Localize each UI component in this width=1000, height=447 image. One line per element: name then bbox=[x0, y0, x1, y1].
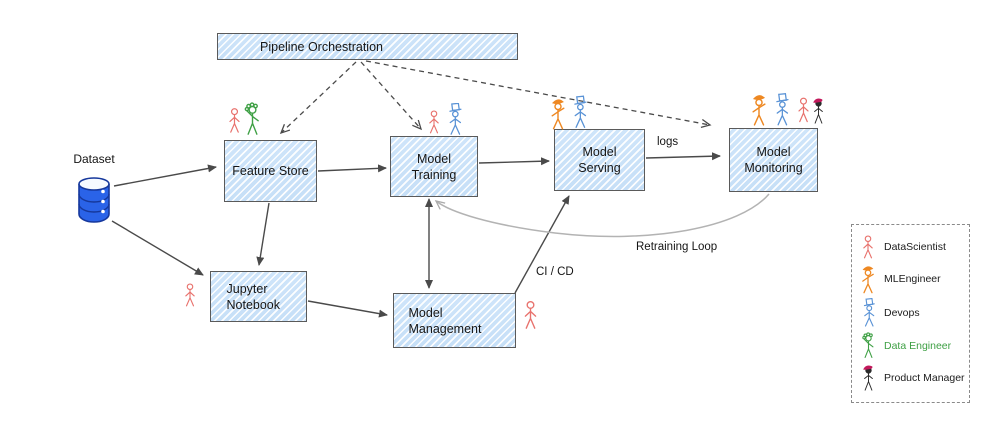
data-engineer-icon bbox=[858, 332, 878, 359]
datascientist-icon bbox=[522, 296, 539, 334]
node-label: Model Training bbox=[411, 151, 457, 182]
node-model-training: Model Training bbox=[390, 136, 478, 197]
edge-orchestration-to-feature-store bbox=[281, 61, 357, 133]
legend-label: DataScientist bbox=[884, 241, 946, 254]
edge-orchestration-to-model-training bbox=[360, 61, 421, 129]
node-feature-store: Feature Store bbox=[224, 140, 317, 202]
legend-item-datascientist: DataScientist bbox=[858, 234, 963, 260]
datascientist-icon bbox=[427, 108, 441, 136]
edge-label-retraining-loop: Retraining Loop bbox=[636, 241, 718, 253]
devops-icon bbox=[773, 92, 790, 127]
node-model-management: Model Management bbox=[393, 293, 516, 348]
data-engineer-icon bbox=[243, 100, 262, 138]
edge-orchestration-to-model-monitoring bbox=[365, 60, 710, 125]
mlengineer-icon bbox=[549, 98, 567, 130]
edge-label-cicd: CI / CD bbox=[536, 266, 574, 278]
legend-label: Devops bbox=[884, 306, 920, 319]
legend-item-mlengineer: MLEngineer bbox=[858, 265, 963, 294]
devops-icon bbox=[446, 103, 463, 135]
node-label: Model Management bbox=[408, 305, 482, 336]
legend-label: MLEngineer bbox=[884, 273, 941, 286]
devops-icon bbox=[858, 298, 878, 327]
edge-model-training-to-model-serving bbox=[478, 157, 550, 166]
node-label: Pipeline Orchestration bbox=[260, 39, 383, 54]
node-model-serving: Model Serving bbox=[554, 129, 645, 191]
datascientist-icon bbox=[227, 105, 242, 136]
edge-feature-store-to-model-training bbox=[317, 164, 387, 173]
legend-label: Product Manager bbox=[884, 372, 965, 385]
mlengineer-icon bbox=[750, 93, 768, 127]
product-manager-icon bbox=[858, 364, 878, 393]
legend-item-data-engineer: Data Engineer bbox=[858, 332, 963, 359]
datascientist-icon bbox=[183, 280, 197, 310]
edge-retraining-loop bbox=[436, 193, 770, 238]
node-label: Jupyter Notebook bbox=[226, 281, 281, 312]
database-cylinder-icon bbox=[76, 175, 112, 223]
mlengineer-icon bbox=[858, 265, 878, 294]
legend-label: Data Engineer bbox=[884, 339, 952, 352]
node-model-monitoring: Model Monitoring bbox=[729, 128, 818, 192]
devops-icon bbox=[571, 95, 588, 129]
node-label: Model Serving bbox=[578, 145, 621, 175]
edge-model-management-to-model-serving-cicd bbox=[514, 195, 570, 294]
legend-item-product-manager: Product Manager bbox=[858, 364, 965, 393]
node-pipeline-orchestration: Pipeline Orchestration bbox=[217, 33, 518, 60]
node-jupyter-notebook: Jupyter Notebook bbox=[210, 271, 307, 322]
edge-feature-store-to-jupyter bbox=[256, 202, 270, 266]
edge-dataset-to-jupyter bbox=[111, 220, 204, 276]
datascientist-icon bbox=[858, 234, 878, 260]
dataset-label: Dataset bbox=[73, 152, 115, 166]
node-label: Model Monitoring bbox=[744, 145, 803, 175]
edge-model-serving-to-model-monitoring-logs bbox=[645, 152, 721, 161]
node-label: Feature Store bbox=[232, 164, 309, 178]
legend: DataScientist MLEngineer Devops Data Eng… bbox=[851, 224, 970, 403]
datascientist-icon bbox=[796, 94, 811, 126]
edge-label-logs: logs bbox=[657, 136, 679, 148]
product-manager-icon bbox=[811, 96, 826, 127]
edge-dataset-to-feature-store bbox=[113, 164, 217, 187]
edge-jupyter-to-model-management bbox=[307, 300, 388, 318]
legend-item-devops: Devops bbox=[858, 298, 963, 327]
